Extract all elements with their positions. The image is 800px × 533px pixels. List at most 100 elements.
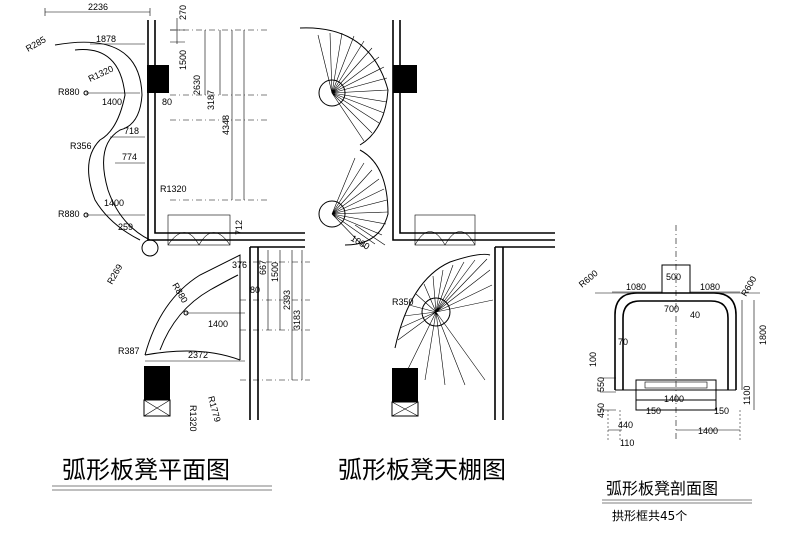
ceiling-ribs-2 — [331, 157, 389, 249]
ceiling-wall-lower — [494, 246, 555, 420]
dim-4348: 4348 — [221, 115, 231, 135]
plan-pillar-1 — [147, 65, 169, 93]
ceiling-title: 弧形板凳天棚图 — [338, 456, 506, 484]
dim-r387: R387 — [118, 346, 140, 356]
ceiling-center-1 — [318, 79, 346, 107]
ceiling-center-2 — [318, 200, 346, 228]
plan-wall-lower — [249, 246, 305, 420]
dim-lines-1400 — [86, 92, 145, 216]
section-title-underline — [602, 499, 752, 504]
dim-774: 774 — [122, 152, 137, 162]
dim-270: 270 — [178, 5, 188, 20]
dim-440: 440 — [618, 420, 633, 430]
dim-1080-ceiling: 1080 — [349, 233, 371, 252]
section-arch-inner — [622, 300, 729, 390]
section-dim-extensions — [607, 410, 741, 440]
section-title: 弧形板凳剖面图 — [606, 479, 718, 498]
dim-40: 40 — [690, 310, 700, 320]
dim-r356: R356 — [70, 141, 92, 151]
ceiling-fan-outer-3 — [394, 253, 491, 349]
plan-centerlines-lower — [240, 261, 310, 381]
dim-550: 550 — [596, 377, 606, 392]
dim-lines-lower-vertical — [267, 250, 303, 380]
dim-667: 667 — [258, 260, 268, 275]
plan-bench-lower-inner — [159, 274, 239, 351]
ceiling-ribs-3b — [404, 311, 486, 386]
plan-bench-upper-outer — [54, 41, 151, 241]
dim-line-2236 — [44, 8, 151, 16]
dim-lines-vertical — [204, 30, 245, 200]
dim-150-left: 150 — [646, 406, 661, 416]
dim-r880-a: R880 — [58, 87, 80, 97]
dim-r1779: R1779 — [206, 395, 223, 423]
ceiling-ribs-3 — [397, 258, 494, 341]
ceiling-view: 1080 R350 弧形板凳天棚图 — [299, 20, 555, 484]
plan-door-swing — [167, 232, 231, 246]
plan-pillar-base — [143, 399, 171, 417]
dim-2393: 2393 — [282, 290, 292, 310]
dim-2630: 2630 — [192, 75, 202, 95]
dim-3187: 3187 — [206, 90, 216, 110]
dim-450: 450 — [596, 403, 606, 418]
ceiling-pillar-cross — [391, 401, 419, 417]
plan-title: 弧形板凳平面图 — [62, 456, 230, 484]
dim-110: 110 — [620, 438, 634, 448]
dim-1500-b: 1500 — [270, 262, 280, 282]
dim-lines-lower-horizontal — [145, 312, 245, 362]
dim-100: 100 — [588, 352, 598, 367]
dim-1400-b: 1400 — [104, 198, 124, 208]
ceiling-wall-upper-inner — [399, 20, 555, 234]
dim-80-a: 80 — [162, 97, 172, 107]
dim-line-1080-ceiling — [354, 224, 386, 246]
dim-3183: 3183 — [292, 310, 302, 330]
section-seat — [635, 379, 717, 401]
dim-r1320-c: R1320 — [188, 405, 198, 432]
section-seat-top — [644, 381, 708, 389]
ceiling-center-3 — [421, 297, 451, 327]
plan-pillar-2 — [144, 366, 170, 400]
ceiling-fan-outer-1 — [299, 27, 389, 146]
dim-line-270 — [170, 18, 185, 44]
dim-1400-c: 1400 — [208, 319, 228, 329]
dim-r600-right: R600 — [739, 274, 758, 298]
dim-1878: 1878 — [96, 34, 116, 44]
dim-2372: 2372 — [188, 350, 208, 360]
dim-1500-a: 1500 — [178, 50, 188, 70]
ceiling-fan-lower — [394, 253, 494, 386]
dim-2236: 2236 — [88, 2, 108, 12]
dim-376: 376 — [232, 260, 247, 270]
dim-r350: R350 — [392, 297, 414, 307]
ceiling-pillar-1 — [393, 65, 417, 93]
dim-1400-bottom: 1400 — [698, 426, 718, 436]
ceiling-pillar-2 — [392, 368, 418, 402]
dim-1800: 1800 — [758, 325, 768, 345]
dim-712: 712 — [234, 220, 244, 235]
section-seat-base — [635, 400, 717, 411]
dim-1400-seat: 1400 — [664, 394, 684, 404]
ceiling-fan-outer-2 — [344, 149, 389, 246]
dim-259: 259 — [118, 222, 133, 232]
ceiling-wall-upper — [392, 20, 555, 241]
section-view: 500 R600 1080 1080 R600 700 40 70 1800 1… — [577, 225, 768, 523]
dim-500: 500 — [666, 272, 681, 282]
dim-700: 700 — [664, 304, 679, 314]
ceiling-fan-middle — [318, 149, 389, 249]
ceiling-ribs-1 — [317, 32, 389, 142]
plan-column-cap — [141, 239, 159, 257]
plan-bench-lower-outer — [144, 254, 241, 360]
dim-150-right: 150 — [714, 406, 729, 416]
plan-bench-upper-inner — [74, 49, 141, 241]
dim-1400-a: 1400 — [102, 97, 122, 107]
section-note: 拱形框共45个 — [612, 509, 687, 523]
plan-bench-lower-base — [144, 350, 241, 361]
ceiling-door-swing — [414, 231, 476, 246]
plan-view: 2236 270 R285 1878 R1320 1500 2630 3187 … — [24, 2, 310, 491]
plan-pillar-cross — [143, 399, 171, 417]
dim-r600-left: R600 — [577, 268, 600, 289]
dim-lines-718-774 — [110, 136, 145, 164]
section-dim-guides — [595, 292, 760, 411]
dim-1080-right: 1080 — [700, 282, 720, 292]
dim-r285: R285 — [24, 34, 48, 53]
dim-1080-left: 1080 — [626, 282, 646, 292]
